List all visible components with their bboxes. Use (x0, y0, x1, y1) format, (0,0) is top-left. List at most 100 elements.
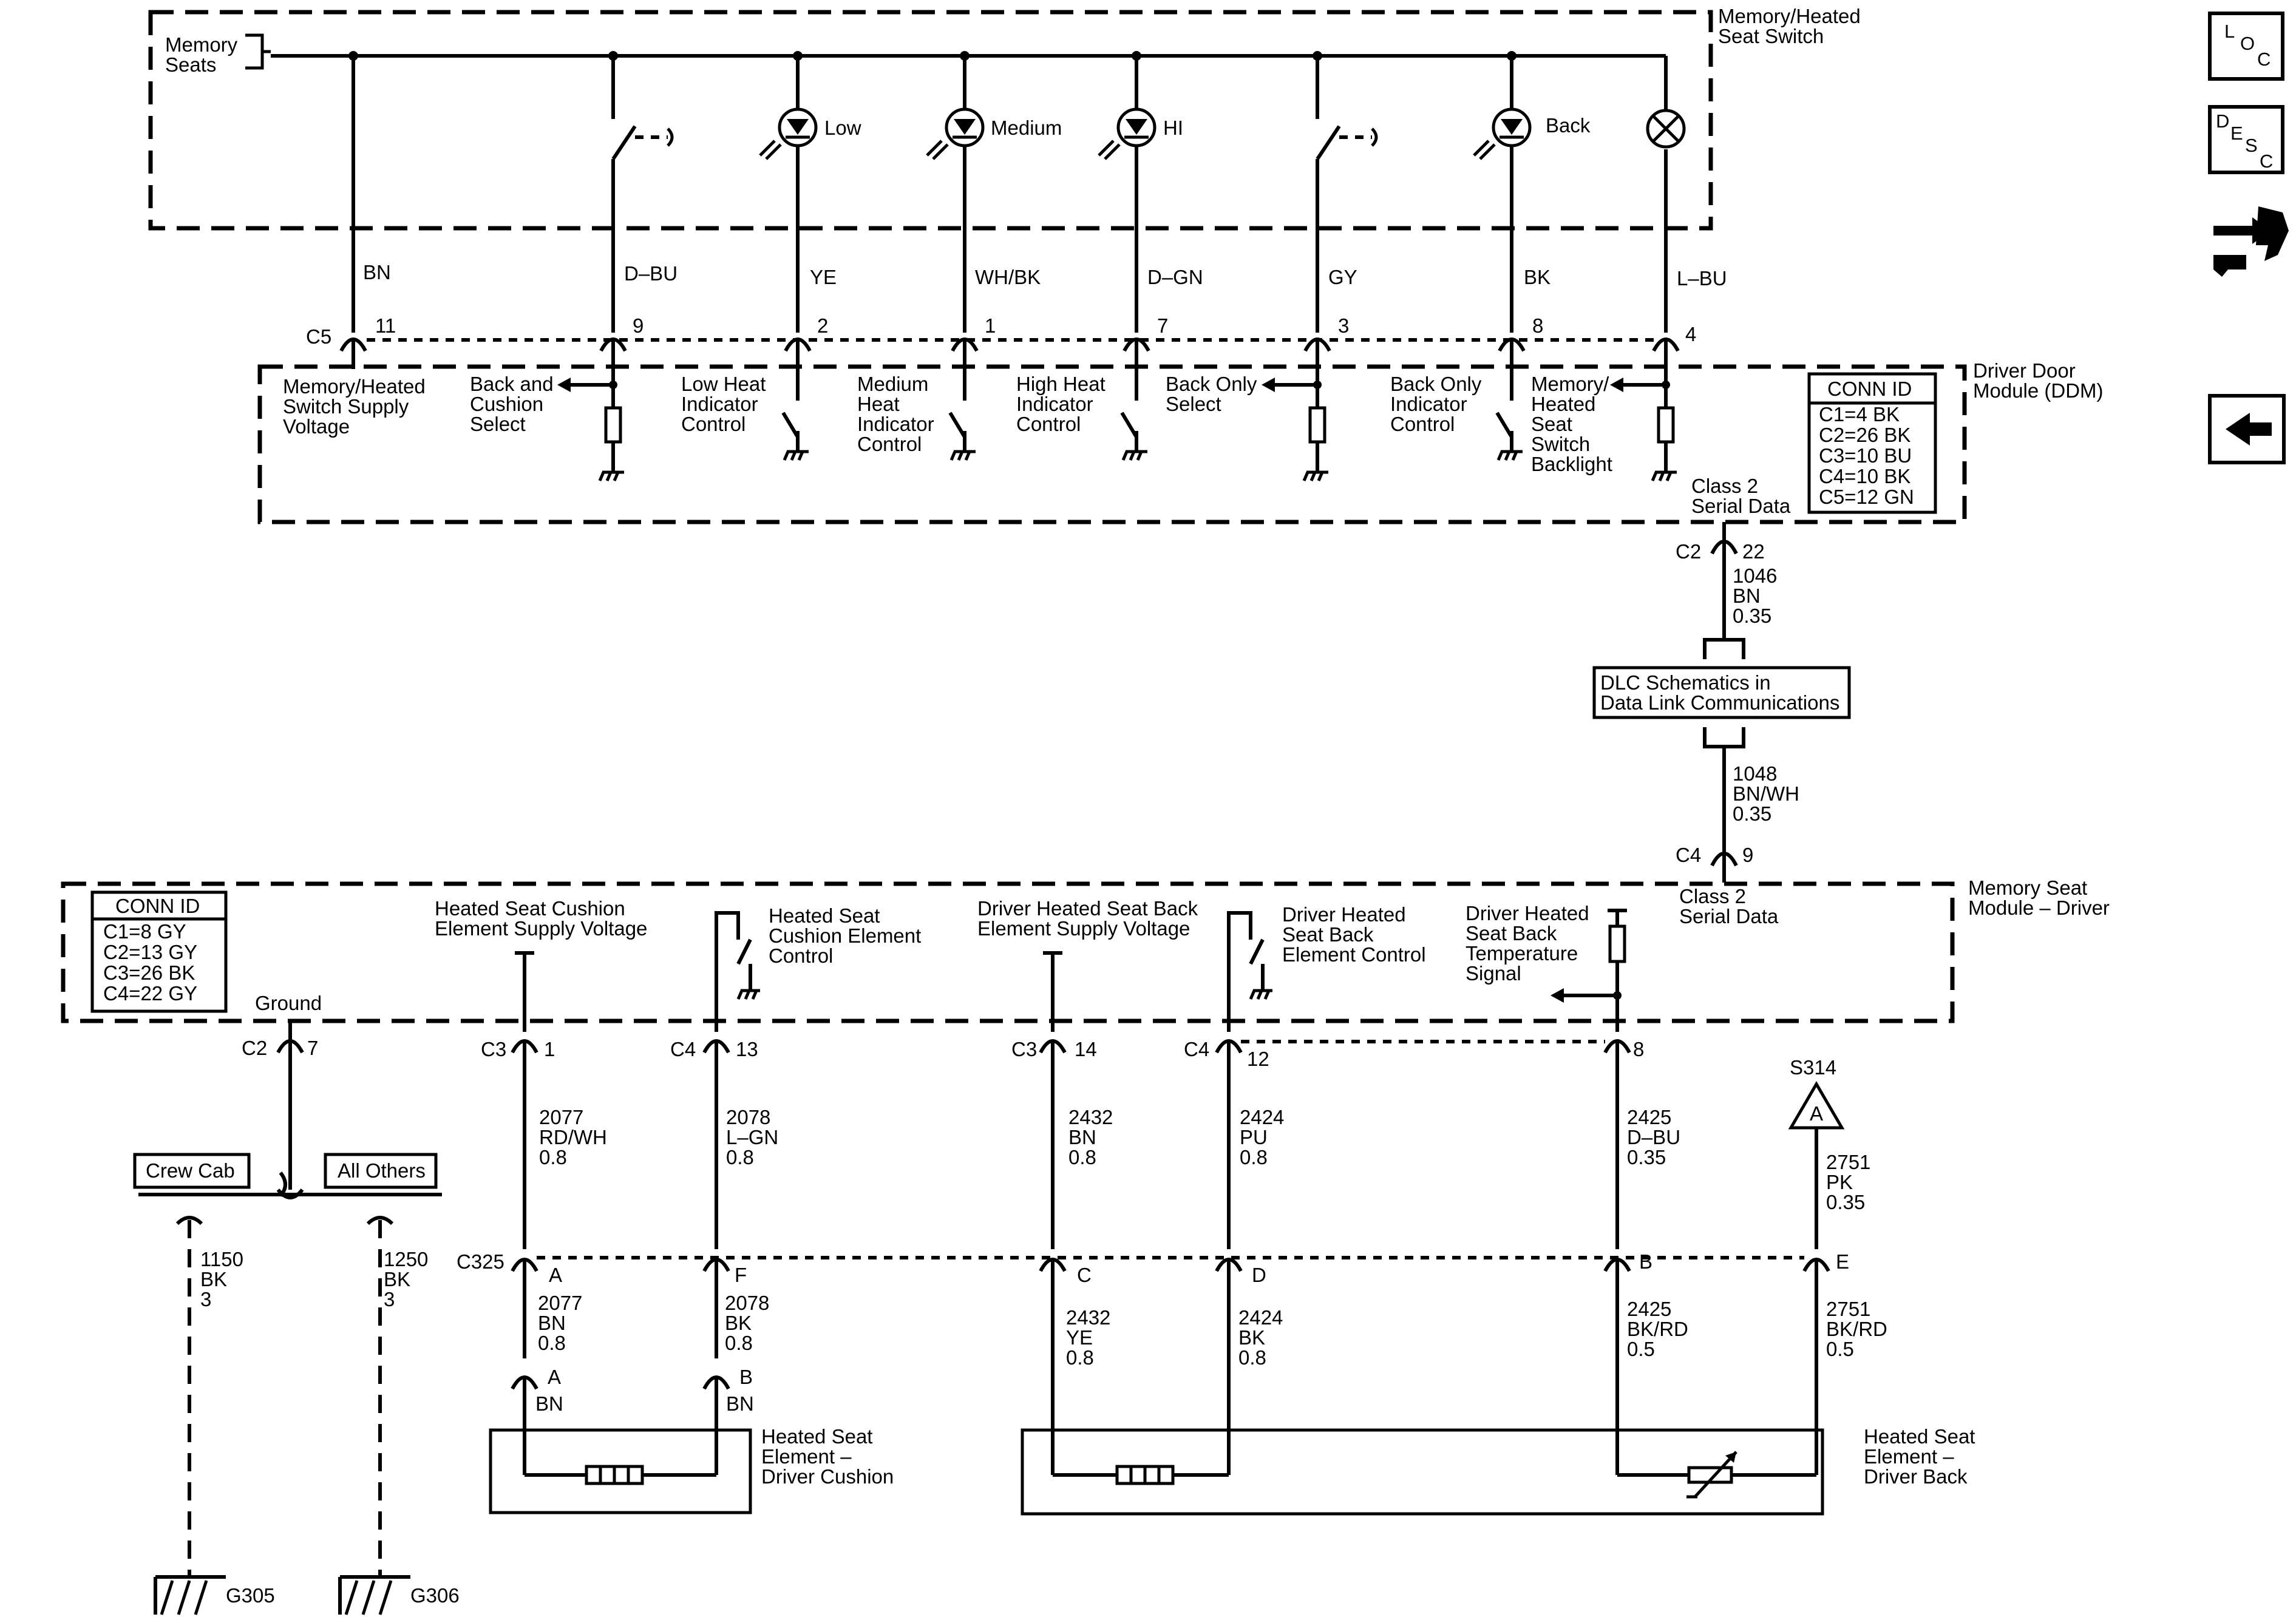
backlight-lamp (1646, 109, 1686, 149)
harness-wires (523, 1043, 1818, 1249)
svg-text:A: A (548, 1366, 561, 1388)
svg-text:C: C (2257, 49, 2271, 70)
svg-text:O: O (2240, 33, 2255, 54)
svg-text:BN: BN (535, 1392, 563, 1415)
svg-text:B: B (739, 1366, 753, 1388)
low-label: Low (824, 117, 861, 139)
ddm-conn-id-table: CONN ID C1=4 BK C2=26 BK C3=10 BU C4=10 … (1807, 372, 1937, 514)
ddm-connector-pins (339, 337, 1680, 388)
svg-text:4: 4 (1685, 323, 1696, 345)
ddm-back-only-select-circuit (1262, 378, 1328, 481)
svg-text:BN: BN (726, 1392, 754, 1415)
svg-text:L–BU: L–BU (1677, 267, 1727, 290)
loc-button[interactable]: L O C (2208, 12, 2284, 81)
medium-label: Medium (991, 117, 1062, 139)
svg-text:C1=8 GY: C1=8 GY (103, 920, 186, 943)
s314-splice: A S314 (1788, 1056, 1845, 1130)
svg-text:14: 14 (1075, 1038, 1097, 1060)
back-cushion-switch (611, 125, 674, 160)
svg-text:E: E (1836, 1250, 1849, 1273)
back-element (1021, 1428, 1824, 1516)
svg-text:YE: YE (810, 266, 837, 288)
memory-heated-seat-switch-box (148, 10, 1713, 231)
svg-text:7: 7 (307, 1037, 318, 1059)
ddm-back-cushion-select-circuit (557, 378, 624, 481)
ddm-high-heat-control-switch (1120, 388, 1147, 461)
svg-text:C4: C4 (670, 1038, 696, 1060)
svg-text:Crew Cab: Crew Cab (146, 1159, 235, 1182)
back-arrow-button[interactable] (2208, 394, 2286, 464)
svg-text:7: 7 (1157, 314, 1168, 337)
back-only-switch (1316, 125, 1378, 160)
svg-text:C3: C3 (1011, 1038, 1037, 1060)
msm-conn-id-table: CONN ID C1=8 GY C2=13 GY C3=26 BK C4=22 … (90, 890, 228, 1013)
svg-text:C3=10 BU: C3=10 BU (1819, 444, 1912, 467)
desc-button[interactable]: D E S C (2208, 105, 2284, 174)
ddm-pin-numbers: 11 9 2 1 7 3 8 4 (375, 314, 1696, 345)
svg-text:S: S (2245, 135, 2258, 156)
ddm-c5-label: C5 (306, 325, 331, 348)
lower-harness-wires (523, 1260, 1818, 1475)
driver-door-module-box (257, 364, 1967, 524)
svg-text:C4: C4 (1184, 1038, 1209, 1060)
serial-c2-label: C2 (1676, 540, 1701, 563)
svg-text:3: 3 (1338, 314, 1349, 337)
ddm-low-heat-control-switch (781, 388, 809, 461)
svg-text:C2=13 GY: C2=13 GY (103, 941, 197, 963)
svg-text:CONN ID: CONN ID (1827, 378, 1912, 400)
svg-text:C: C (1077, 1264, 1092, 1286)
svg-text:BN: BN (363, 261, 391, 283)
memory-seats-bracket (245, 33, 271, 70)
svg-text:C3: C3 (481, 1038, 506, 1060)
svg-text:All Others: All Others (338, 1159, 426, 1182)
ddm-back-only-indicator-switch (1495, 388, 1523, 461)
switch-columns (352, 56, 1668, 333)
msm-pin-labels: C2 7 C3 1 C4 13 C3 14 C4 12 8 (242, 1037, 1644, 1070)
connector-tool-icon[interactable] (2213, 206, 2289, 277)
svg-text:D–GN: D–GN (1147, 266, 1203, 288)
svg-text:12: 12 (1247, 1048, 1269, 1070)
serial-pin9: 9 (1742, 844, 1753, 866)
hi-led (1098, 107, 1156, 160)
back-label: Back (1546, 114, 1591, 137)
svg-text:11: 11 (375, 314, 396, 337)
c325-pins: A F C D B E (511, 1250, 1849, 1286)
ddm-medium-heat-control-switch (948, 388, 976, 461)
svg-text:L: L (2224, 21, 2235, 42)
serial-c4-label: C4 (1676, 844, 1701, 866)
g305-ground-symbol (154, 1575, 226, 1615)
svg-text:WH/BK: WH/BK (975, 266, 1041, 288)
c325-label: C325 (457, 1250, 504, 1273)
svg-text:1: 1 (985, 314, 996, 337)
svg-text:D: D (2216, 110, 2229, 132)
svg-text:13: 13 (736, 1038, 758, 1060)
dlc-reference-box (1592, 666, 1851, 719)
svg-text:B: B (1639, 1250, 1652, 1273)
